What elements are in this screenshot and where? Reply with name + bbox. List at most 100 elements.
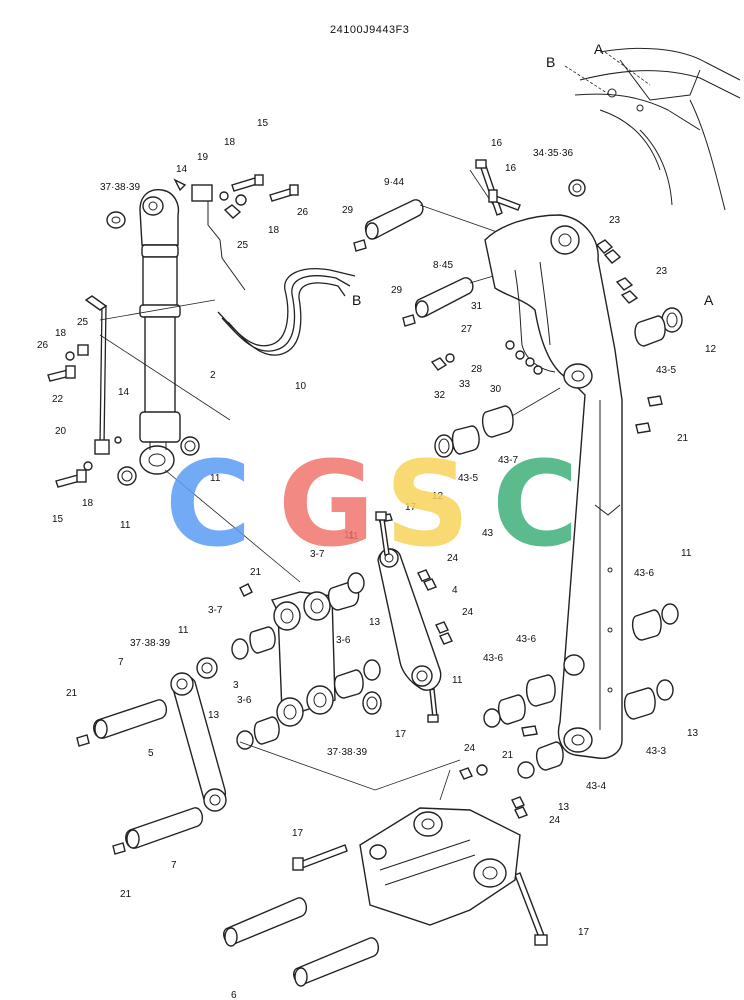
callout-label: 11	[210, 473, 221, 484]
callout-label: 11	[120, 520, 131, 531]
small-fasteners-left	[47, 174, 299, 488]
callout-label: 7	[171, 860, 177, 871]
callout-label: 4	[452, 585, 458, 596]
callout-label: 24	[462, 607, 474, 618]
callout-label: 37·38·39	[100, 182, 140, 193]
drawing-number: 24100J9443F3	[330, 24, 409, 36]
callout-label: 13	[369, 617, 381, 628]
callout-label: 3	[233, 680, 239, 691]
callout-label: 34·35·36	[533, 148, 573, 159]
links-middle	[164, 469, 442, 750]
callout-label: 13	[687, 728, 699, 739]
callout-label: 22	[52, 394, 64, 405]
callout-label: 14	[118, 387, 130, 398]
callout-label: 43-5	[458, 473, 478, 484]
callout-label: 10	[295, 381, 307, 392]
callout-label: 27	[461, 324, 473, 335]
callout-label: 2	[210, 370, 216, 381]
callout-label: 24	[549, 815, 561, 826]
callout-label: 18	[268, 225, 280, 236]
callout-label: 3-6	[237, 695, 252, 706]
pins-upper	[353, 199, 521, 327]
callout-label: 24	[464, 743, 476, 754]
watermark: C G S C	[165, 435, 579, 573]
watermark-letter: G	[278, 435, 375, 573]
callout-label: 43-5	[656, 365, 676, 376]
callout-label: 20	[55, 426, 67, 437]
watermark-letter: S	[385, 435, 470, 573]
callout-label: 37·38·39	[327, 747, 367, 758]
callout-label: 17	[405, 502, 417, 513]
callout-label: 43-7	[498, 455, 518, 466]
callout-label: 11	[681, 548, 692, 559]
callout-label: 32	[434, 390, 446, 401]
callout-label: 33	[459, 379, 471, 390]
callout-label: 29	[391, 285, 403, 296]
callout-label: 26	[297, 207, 309, 218]
callout-label: 11	[178, 625, 189, 636]
callout-label: 16	[491, 138, 503, 149]
callout-label: 12	[705, 344, 717, 355]
link-5-and-pins	[76, 672, 227, 855]
callout-label: 18	[55, 328, 67, 339]
callout-label: 28	[471, 364, 483, 375]
callout-label: 23	[656, 266, 668, 277]
callout-label: 37·38·39	[130, 638, 170, 649]
callout-label: 43-6	[634, 568, 654, 579]
callout-label: 11	[452, 675, 463, 686]
callout-label: 43	[482, 528, 494, 539]
callout-label: 43-6	[483, 653, 503, 664]
callout-label: 11	[344, 530, 355, 541]
callout-label: 17	[292, 828, 304, 839]
callout-label: 12	[432, 491, 444, 502]
callout-label: 15	[257, 118, 269, 129]
boom-fasteners	[430, 159, 663, 434]
callout-label: 18	[82, 498, 94, 509]
callout-label: 29	[342, 205, 354, 216]
callout-label: 21	[66, 688, 78, 699]
callout-label: 8·45	[433, 260, 453, 271]
callout-label: 16	[505, 163, 517, 174]
arm-end-bracket	[223, 741, 521, 987]
nuts-24	[239, 513, 528, 819]
callout-labels: B A B A 37·38·39 14 19 18 15 26 18 25 16…	[37, 41, 717, 1000]
bushings-right	[434, 307, 683, 458]
callout-label: 25	[237, 240, 249, 251]
bushings-lower-right	[483, 603, 679, 779]
callout-label: 19	[197, 152, 209, 163]
inset-view	[564, 47, 741, 211]
callout-label: 30	[490, 384, 502, 395]
view-marker-a-boom: A	[704, 292, 714, 308]
watermark-letter: C	[165, 435, 252, 573]
callout-label: 43-6	[516, 634, 536, 645]
callout-label: 43-3	[646, 746, 666, 757]
callout-label: 5	[148, 748, 154, 759]
callout-label: 21	[250, 567, 262, 578]
hoses	[191, 184, 356, 356]
callout-label: 17	[395, 729, 407, 740]
callout-label: 3-7	[310, 549, 325, 560]
callout-label: 11	[348, 531, 359, 542]
callout-label: 9·44	[384, 177, 404, 188]
callout-label: 17	[578, 927, 590, 938]
callout-label: 6	[231, 990, 237, 1000]
callout-label: 24	[447, 553, 459, 564]
boom	[469, 169, 623, 759]
callout-label: 31	[471, 301, 483, 312]
callout-label: 7	[118, 657, 124, 668]
callout-label: 21	[120, 889, 132, 900]
callout-label: 21	[677, 433, 689, 444]
callout-label: 21	[502, 750, 514, 761]
view-marker-b: B	[546, 54, 555, 70]
bracket-assembly	[84, 295, 231, 455]
bolts-17	[292, 511, 548, 946]
watermark-letter: C	[492, 435, 579, 573]
callout-label: 25	[77, 317, 89, 328]
callout-label: 3-6	[336, 635, 351, 646]
boom-cylinder	[139, 188, 181, 475]
view-marker-a: A	[594, 41, 604, 57]
callout-label: 15	[52, 514, 64, 525]
callout-label: 3-7	[208, 605, 223, 616]
view-marker-b-hose: B	[352, 292, 361, 308]
